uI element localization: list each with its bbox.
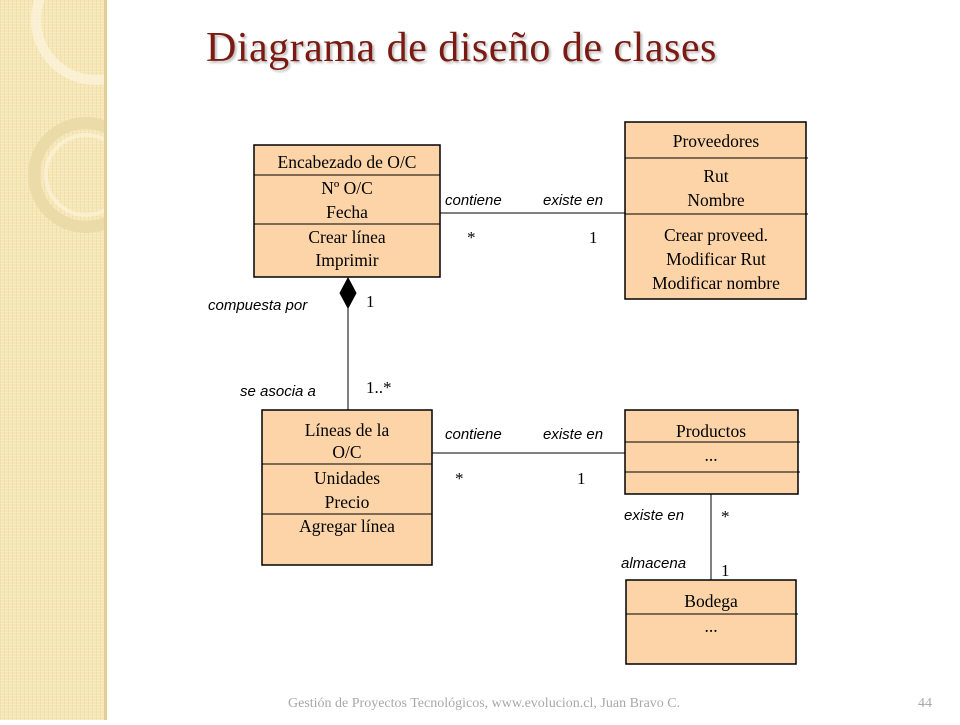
attribute: Nº O/C: [321, 178, 373, 198]
composition-encabezado-lineas: compuesta por se asocia a 1 1..*: [208, 276, 392, 410]
class-box: [253, 144, 441, 278]
decorative-left-band: [0, 0, 161, 720]
method: Crear línea: [308, 227, 385, 247]
attribute: Nombre: [687, 190, 745, 210]
attribute: Fecha: [326, 202, 368, 222]
multiplicity: *: [455, 469, 464, 488]
class-name: Productos: [676, 421, 746, 441]
slide-title: Diagrama de diseño de clases: [206, 25, 717, 71]
class-box: [261, 409, 433, 566]
multiplicity: 1: [589, 228, 598, 247]
role-label: existe en: [543, 426, 603, 443]
class-box: [625, 579, 797, 665]
attribute: ...: [704, 445, 717, 465]
attribute: Precio: [325, 492, 370, 512]
attribute: Rut: [703, 166, 728, 186]
multiplicity: *: [721, 507, 730, 526]
role-label: contiene: [445, 192, 502, 209]
method: Crear proveed.: [664, 225, 768, 245]
class-productos: Productos ...: [624, 409, 800, 495]
role-label: contiene: [445, 426, 502, 443]
class-box: [624, 121, 807, 300]
role-label: compuesta por: [208, 297, 308, 314]
composition-diamond: [339, 276, 357, 310]
class-name: Encabezado de O/C: [278, 152, 417, 172]
multiplicity: 1: [721, 561, 730, 580]
multiplicity: 1: [577, 469, 586, 488]
role-label: se asocia a: [240, 383, 316, 400]
method: Agregar línea: [299, 516, 395, 536]
class-name-line: Líneas de la: [305, 420, 390, 440]
class-name-line: O/C: [332, 442, 361, 462]
page-number: 44: [918, 696, 932, 711]
class-bodega: Bodega ...: [625, 579, 798, 665]
multiplicity: 1..*: [366, 378, 392, 397]
class-encabezado: Encabezado de O/C Nº O/C Fecha Crear lín…: [253, 144, 441, 278]
association-encabezado-proveedores: contiene existe en * 1: [440, 192, 625, 247]
method: Imprimir: [315, 250, 378, 270]
role-label: existe en: [624, 507, 684, 524]
role-label: almacena: [621, 555, 686, 572]
role-label: existe en: [543, 192, 603, 209]
class-name: Proveedores: [673, 131, 760, 151]
association-lineas-productos: contiene existe en * 1: [432, 426, 625, 488]
method: Modificar Rut: [666, 249, 766, 269]
band-edge-line: [104, 0, 107, 720]
multiplicity: *: [467, 228, 476, 247]
association-productos-bodega: existe en almacena * 1: [621, 494, 730, 580]
slide-footer: Gestión de Proyectos Tecnológicos, www.e…: [288, 696, 681, 711]
attribute: Unidades: [314, 468, 380, 488]
class-box: [624, 409, 799, 495]
class-proveedores: Proveedores Rut Nombre Crear proveed. Mo…: [624, 121, 808, 300]
class-name: Bodega: [684, 591, 738, 611]
class-lineas: Líneas de la O/C Unidades Precio Agregar…: [261, 409, 433, 566]
attribute: ...: [704, 616, 717, 636]
multiplicity: 1: [366, 292, 375, 311]
method: Modificar nombre: [652, 273, 780, 293]
